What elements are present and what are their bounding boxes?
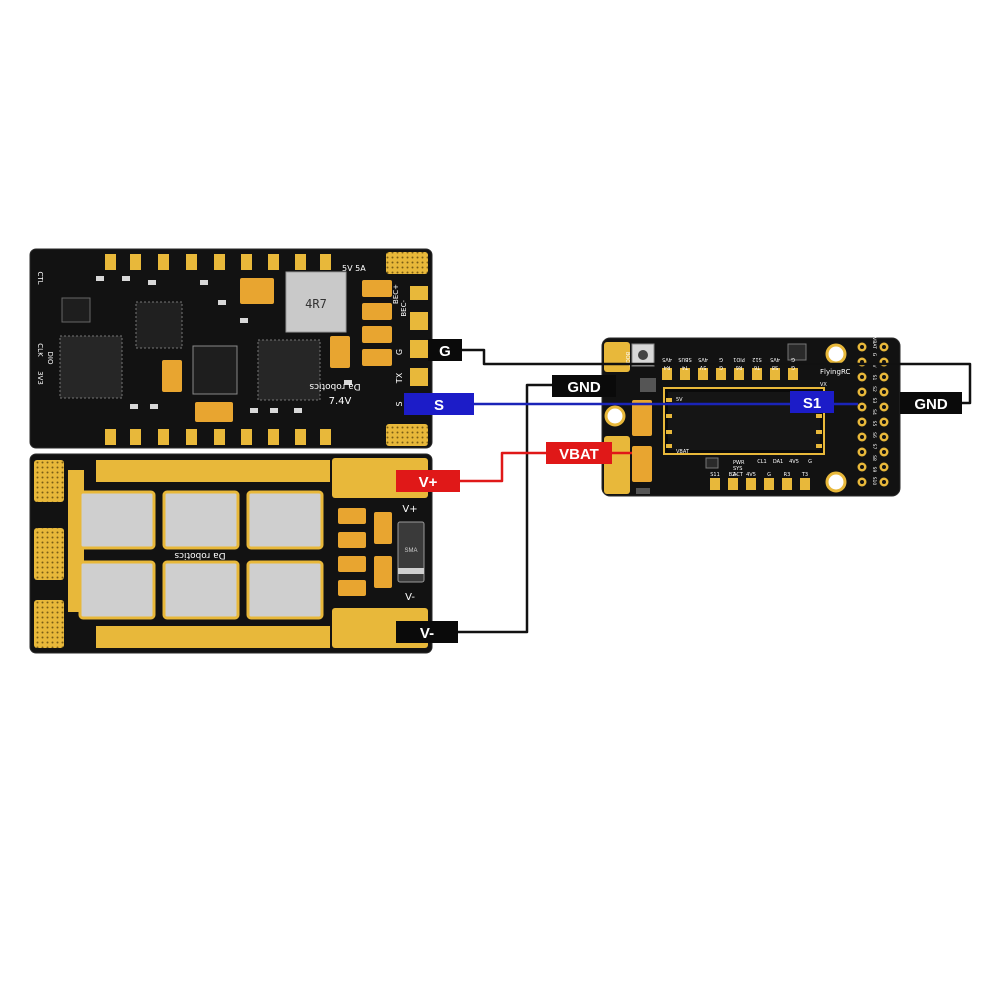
- fc-silk-vx: VX: [820, 382, 827, 388]
- fc-bottom-row1-label-3: G: [808, 459, 812, 465]
- fc-right-pin-label-5: S3: [871, 398, 877, 404]
- fc-bottom-row1-labels: CL1 DA1 4V5 G: [757, 459, 812, 465]
- tag-gnd-top: [552, 375, 616, 397]
- fc-silk-boot: BOOT: [624, 352, 630, 367]
- fc-right-pin-label-0: VBAT: [871, 337, 877, 349]
- fc-right-pin-label-12: S10: [871, 477, 877, 486]
- tag-s1-text: S1: [803, 395, 821, 412]
- fc-top-pin-label-6: 4V5: [770, 356, 780, 362]
- fc-right-pin-label-1: G: [871, 353, 877, 357]
- fc-top-pin-label-2: 4V5: [698, 356, 708, 362]
- power-board: SMA V+ V- Da robotics: [29, 453, 433, 654]
- esc-silk-3v3: 3V3: [36, 371, 44, 385]
- power-silk-vminus: V-: [405, 592, 415, 603]
- fc-top-row2-label-5: T6: [754, 364, 761, 370]
- esc-silk-ctl: CTL: [36, 271, 44, 284]
- tag-vplus-text: V+: [419, 474, 438, 491]
- tag-s-text: S: [434, 397, 444, 414]
- esc-board: 5V 5A 4R7 BEC+ BEC- G TX S CTL DIO CLK 3…: [29, 248, 433, 449]
- tag-s1: [790, 391, 834, 413]
- fc-bottom-row1-label-2: 4V5: [789, 459, 799, 465]
- fc-bottom-row2-label-3: G: [767, 472, 771, 478]
- wire-vbat: [460, 451, 546, 483]
- fc-top-row2-labels: R4 T4 5V G R6 T6 S8 G: [664, 364, 795, 370]
- esc-silk-g: G: [395, 349, 404, 355]
- tag-s: [404, 393, 474, 415]
- fc-bottom-row2-label-2: 4V5: [746, 472, 756, 478]
- fc-top-pin-label-5: S12: [752, 356, 762, 362]
- inductor-marking: 4R7: [305, 297, 327, 311]
- tag-vbat: [546, 442, 612, 464]
- fc-right-pin-label-2: V: [871, 364, 877, 368]
- fc-top-row2-label-1: T4: [682, 364, 689, 370]
- fc-bottom-row2-label-5: T3: [801, 472, 808, 478]
- tag-vbat-text: VBAT: [559, 446, 599, 463]
- tag-vminus-text: V-: [420, 625, 434, 642]
- fc-bottom-row2-label-4: R3: [784, 472, 791, 478]
- tag-vminus: [396, 621, 458, 643]
- fc-right-pin-label-10: S8: [871, 455, 877, 461]
- tag-gnd-right-text: GND: [914, 396, 948, 413]
- fc-bottom-row2-label-1: BZ-: [729, 472, 738, 478]
- power-silk-vplus: V+: [402, 504, 417, 515]
- esc-silk-bec-plus: BEC+: [392, 284, 400, 304]
- esc-silk-5v5a: 5V 5A: [342, 264, 366, 273]
- fc-top-row2-label-4: R6: [736, 364, 743, 370]
- fc-top-pin-labels: 4V5 SBUS 4V5 G PIO1 S12 4V5 G: [662, 356, 795, 362]
- label-tags: G GND S S1 GND VBAT V+ V-: [396, 339, 962, 643]
- tag-g-text: G: [439, 343, 451, 360]
- wire-esc-ground: [460, 348, 972, 405]
- tag-gnd-right: [900, 392, 962, 414]
- fc-bottom-row1-label-0: CL1: [757, 459, 766, 465]
- fc-silk-pwr: PWR: [733, 460, 745, 466]
- esc-silk-tx: TX: [395, 372, 404, 384]
- fc-top-row2-label-3: G: [719, 364, 723, 370]
- esc-silk-dio: DIO: [46, 352, 54, 365]
- fc-top-row2-label-0: R4: [664, 364, 671, 370]
- fc-silk-vbat: VBAT: [676, 449, 690, 455]
- fc-top-pin-label-3: G: [719, 356, 723, 362]
- fc-silk-brand: FlyingRC: [820, 368, 850, 376]
- fc-right-pin-label-7: S5: [871, 421, 877, 427]
- power-silk-brand: Da robotics: [174, 550, 226, 560]
- fc-right-pin-label-8: S6: [871, 432, 877, 438]
- wires: [458, 348, 972, 634]
- fc-bottom-row2-label-0: S11: [710, 472, 720, 478]
- fc-top-row2-label-2: 5V: [699, 364, 706, 370]
- fc-top-pin-label-7: G: [791, 356, 795, 362]
- fc-right-pin-label-6: S4: [871, 409, 877, 415]
- tag-g: [428, 339, 462, 361]
- fc-top-pin-label-0: 4V5: [662, 356, 672, 362]
- fc-right-pin-label-9: S7: [871, 444, 877, 450]
- fc-bottom-row1-label-1: DA1: [773, 459, 783, 465]
- fc-right-pin-label-3: S1: [871, 375, 877, 381]
- diode-marking: SMA: [404, 548, 417, 554]
- fc-top-row2-label-6: S8: [772, 364, 778, 370]
- fc-top-pin-label-4: PIO1: [733, 356, 745, 362]
- fc-top-row2-label-7: G: [791, 364, 795, 370]
- fc-silk-act: ACT: [733, 472, 744, 478]
- tag-vplus: [396, 470, 460, 492]
- esc-silk-clk: CLK: [36, 343, 44, 357]
- fc-bottom-row2-labels: S11 BZ- 4V5 G R3 T3: [710, 472, 808, 478]
- fc-silk-sys: SYS: [733, 466, 742, 472]
- fc-top-pin-label-1: SBUS: [678, 356, 691, 362]
- fc-right-pin-label-11: S9: [871, 467, 877, 473]
- fc-right-pin-label-4: S2: [871, 386, 877, 392]
- esc-silk-s: S: [395, 401, 404, 406]
- wire-power-ground: [458, 383, 552, 634]
- esc-silk-bec-minus: BEC-: [400, 300, 408, 317]
- fc-silk-5v: 5V: [676, 397, 683, 403]
- esc-silk-voltage: 7.4V: [329, 396, 352, 407]
- esc-silk-brand: Da robotics: [309, 381, 361, 391]
- tag-gnd-top-text: GND: [567, 379, 601, 396]
